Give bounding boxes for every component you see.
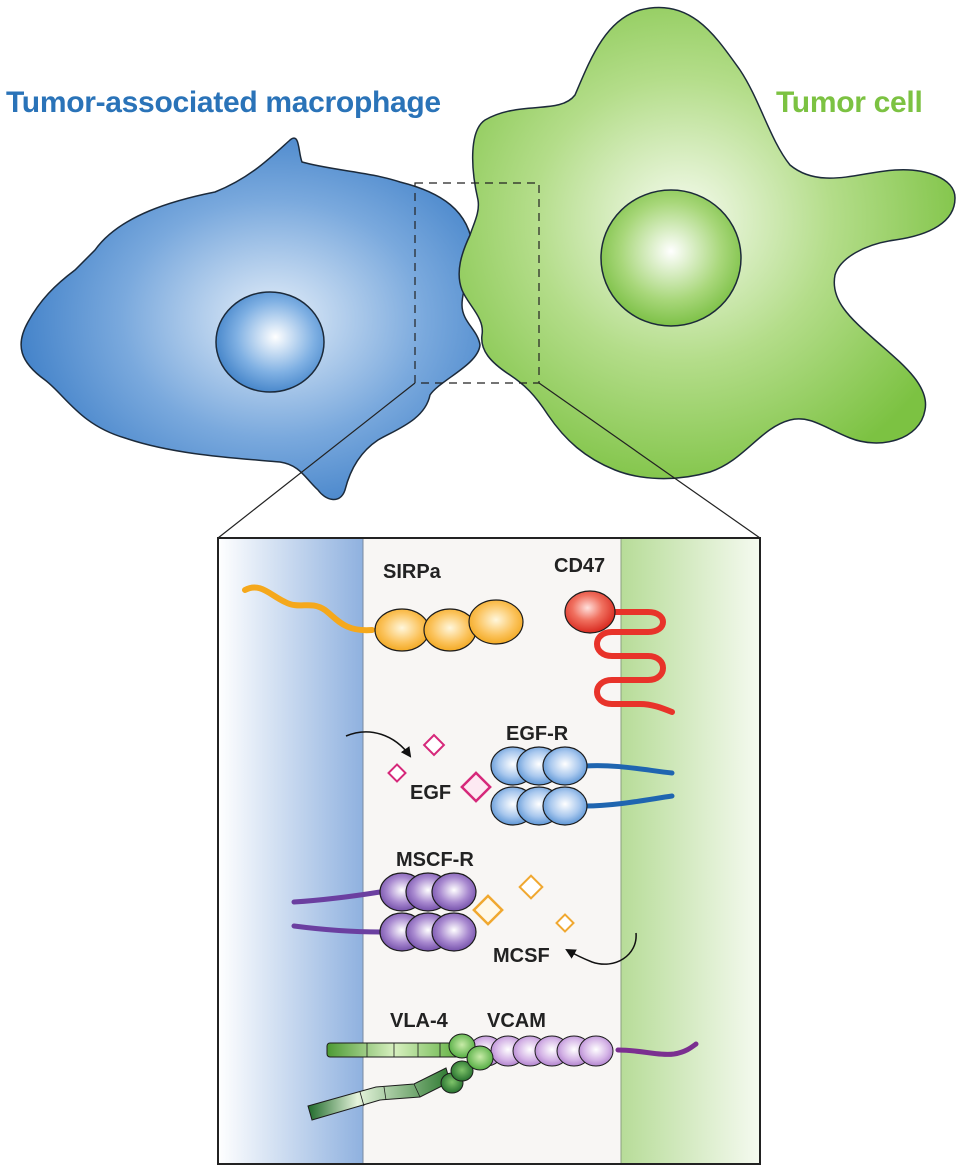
egf-ligand [422, 733, 446, 757]
egf-r-tail [582, 793, 675, 809]
mcsf-ligand [555, 913, 575, 933]
vcam-protein [468, 1035, 699, 1067]
sirpa-domain [423, 608, 477, 652]
label-vla4: VLA-4 [390, 1010, 449, 1032]
mcsf-ligand [472, 894, 504, 926]
label-sirpa: SIRPa [383, 561, 442, 583]
tumor-cell-title: Tumor cell [776, 86, 923, 119]
mcsf-secretion-arrow [565, 932, 637, 965]
mscf-r-tail [291, 889, 383, 905]
mscf-r-tail [291, 923, 383, 935]
label-mscf-r: MSCF-R [396, 849, 474, 871]
zoom-line-left [217, 382, 416, 539]
egf-ligand [460, 771, 492, 803]
vla4-integrin [307, 1033, 494, 1121]
label-vcam: VCAM [487, 1010, 546, 1032]
egf-r-bead [542, 746, 588, 786]
tumor-nucleus [600, 189, 742, 327]
vcam-tail [615, 1041, 699, 1057]
cd47-domain [564, 590, 616, 634]
macrophage-membrane-band [218, 538, 363, 1164]
zoom-line-right [538, 382, 761, 539]
sirpa-domain [374, 608, 430, 652]
egf-secretion-arrow [345, 731, 412, 758]
egf-r-tail [582, 763, 675, 776]
mcsf-ligand [518, 874, 544, 900]
vla4-beta-stalk [307, 1067, 451, 1121]
label-cd47: CD47 [554, 555, 605, 577]
cd47-protein [564, 590, 675, 715]
cd47-tail [594, 609, 675, 715]
vla4-beta-head [450, 1060, 474, 1082]
inset-frame [217, 537, 761, 1165]
label-egf: EGF [410, 782, 451, 804]
sirpa-domain [468, 599, 524, 645]
sirpa-receptor [242, 584, 524, 652]
vla4-segment [413, 1083, 421, 1098]
tumor-membrane-band [621, 538, 760, 1164]
label-egf-r: EGF-R [506, 723, 569, 745]
vla4-segment [359, 1091, 365, 1107]
vla4-alpha-stalk [326, 1042, 463, 1058]
mscf-r-bead [431, 872, 477, 912]
vla4-segment [383, 1086, 387, 1101]
egf-r-bead [542, 786, 588, 826]
egf-receptor [490, 746, 675, 826]
zoom-box [414, 182, 540, 384]
mscf-r-bead [431, 912, 477, 952]
mscf-receptor [291, 872, 477, 952]
macrophage-title: Tumor-associated macrophage [6, 86, 441, 119]
vla4-alpha-head [466, 1045, 494, 1071]
label-mcsf: MCSF [493, 945, 550, 967]
egf-ligand [387, 763, 407, 783]
sirpa-tail [242, 584, 375, 634]
macrophage-nucleus [215, 291, 325, 393]
vcam-bead [578, 1035, 614, 1067]
